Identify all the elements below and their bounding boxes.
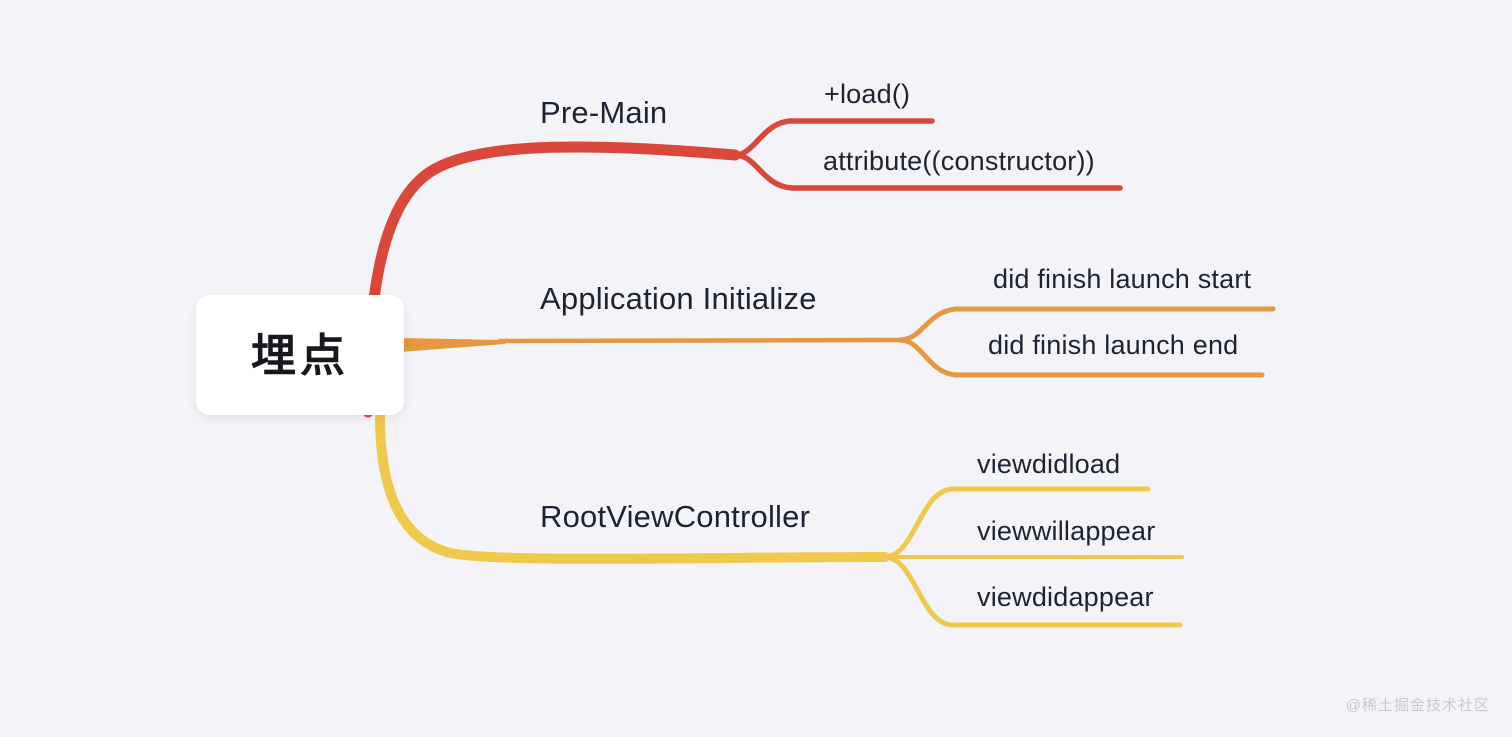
- leaf-label-load[interactable]: +load(): [824, 79, 911, 109]
- edge-root-to-application-initialize-taper: [400, 338, 505, 352]
- leaf-label-did-finish-launch-end[interactable]: did finish launch end: [988, 330, 1239, 360]
- edge-root-to-application-initialize: [497, 337, 903, 344]
- branch-label-pre-main[interactable]: Pre-Main: [540, 95, 668, 130]
- watermark: @稀土掘金技术社区: [1345, 697, 1490, 714]
- edge-rootviewcontroller-to-viewdidappear: [882, 554, 1183, 628]
- leaf-label-attribute-constructor[interactable]: attribute((constructor)): [823, 146, 1095, 176]
- root-node[interactable]: 埋点: [196, 295, 404, 415]
- edge-rootviewcontroller-to-viewdidload: [882, 486, 1151, 560]
- edge-root-to-pre-main: [362, 141, 741, 418]
- leaf-label-viewdidload[interactable]: viewdidload: [977, 449, 1121, 479]
- leaf-label-did-finish-launch-start[interactable]: did finish launch start: [993, 264, 1252, 294]
- branch-label-application-initialize[interactable]: Application Initialize: [540, 281, 817, 316]
- leaf-label-viewwillappear[interactable]: viewwillappear: [977, 516, 1156, 546]
- root-node-label: 埋点: [250, 329, 349, 381]
- edge-application-initialize-to-launch-end: [897, 337, 1265, 378]
- leaf-label-viewdidappear[interactable]: viewdidappear: [977, 582, 1154, 612]
- edge-pre-main-to-constructor: [732, 152, 1123, 191]
- edge-root-to-rootviewcontroller: [375, 410, 890, 564]
- branch-label-rootviewcontroller[interactable]: RootViewController: [540, 499, 811, 534]
